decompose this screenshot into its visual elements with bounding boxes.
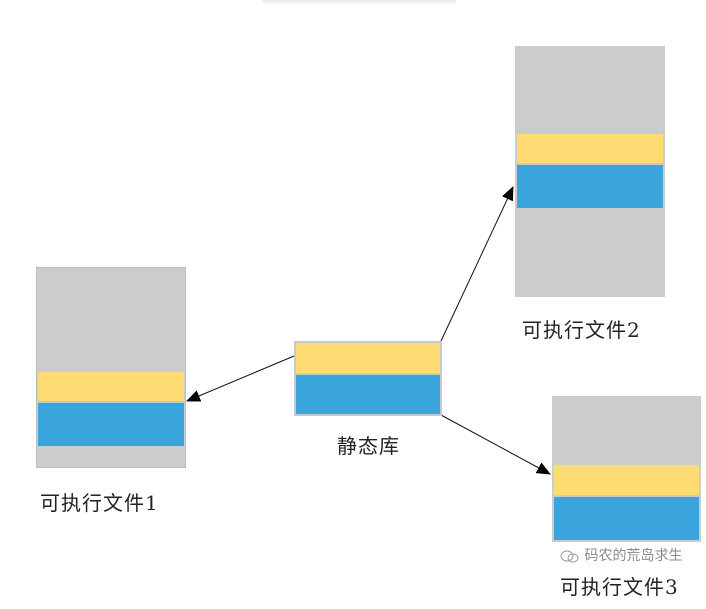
executable-3-code-segment (554, 465, 699, 496)
executable-3-label: 可执行文件3 (560, 575, 679, 599)
arrow-to-executable-1 (186, 355, 295, 402)
static-library-box (294, 341, 442, 416)
top-bar-shadow (262, 0, 456, 2)
executable-1-box (36, 267, 186, 468)
executable-2-code-segment (517, 134, 663, 164)
watermark: 码农的荒岛求生 (560, 548, 682, 564)
executable-1-label: 可执行文件1 (40, 491, 159, 515)
executable-3-box (552, 396, 701, 542)
static-library-label: 静态库 (337, 434, 400, 458)
static-library-data-segment (296, 373, 440, 414)
executable-2-box (515, 46, 665, 297)
executable-3-data-segment (554, 495, 699, 540)
executable-1-code-segment (38, 372, 184, 402)
watermark-text: 码农的荒岛求生 (584, 548, 683, 564)
arrow-to-executable-3 (440, 414, 551, 475)
executable-2-label: 可执行文件2 (522, 318, 641, 342)
wechat-icon (560, 550, 579, 562)
executable-2-data-segment (517, 163, 663, 208)
static-library-code-segment (296, 343, 440, 373)
executable-1-data-segment (38, 401, 184, 446)
arrow-to-executable-2 (440, 186, 514, 342)
